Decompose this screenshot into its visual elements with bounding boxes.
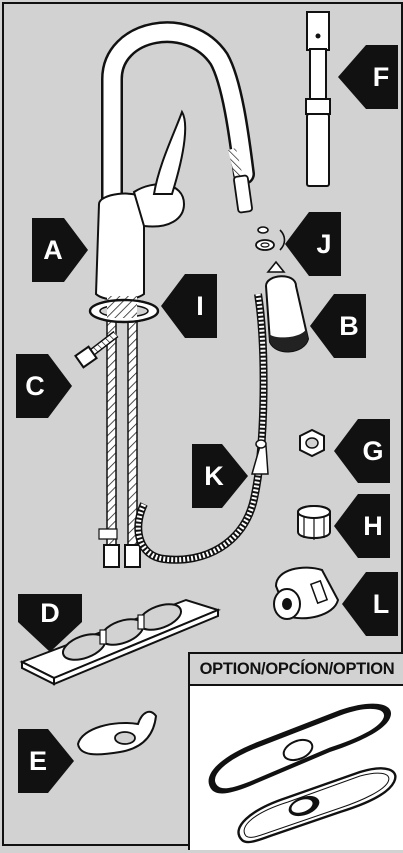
supply-hoses bbox=[99, 319, 140, 567]
label-b: B bbox=[332, 313, 366, 340]
part-b-sprayhead bbox=[266, 262, 308, 351]
part-e-bracket bbox=[78, 712, 156, 755]
part-g-nut bbox=[300, 430, 324, 456]
label-l: L bbox=[364, 591, 398, 618]
faucet bbox=[90, 32, 252, 322]
deck-plates-illustration bbox=[190, 686, 402, 848]
label-g: G bbox=[356, 438, 390, 465]
part-j-orings bbox=[256, 227, 274, 250]
label-c: C bbox=[18, 373, 52, 400]
part-h-coupling bbox=[298, 506, 330, 540]
label-e: E bbox=[21, 748, 55, 775]
label-f: F bbox=[364, 64, 398, 91]
bracket-j bbox=[280, 230, 285, 250]
part-f-wand bbox=[306, 12, 330, 186]
option-title: OPTION/OPCÍON/OPTION bbox=[190, 654, 403, 686]
label-d: D bbox=[33, 600, 67, 627]
part-l-weight bbox=[274, 568, 338, 619]
label-j: J bbox=[307, 231, 341, 258]
label-h: H bbox=[356, 513, 390, 540]
label-a: A bbox=[36, 237, 70, 264]
option-panel: OPTION/OPCÍON/OPTION bbox=[188, 652, 403, 850]
label-k: K bbox=[197, 463, 231, 490]
label-i: I bbox=[183, 293, 217, 320]
